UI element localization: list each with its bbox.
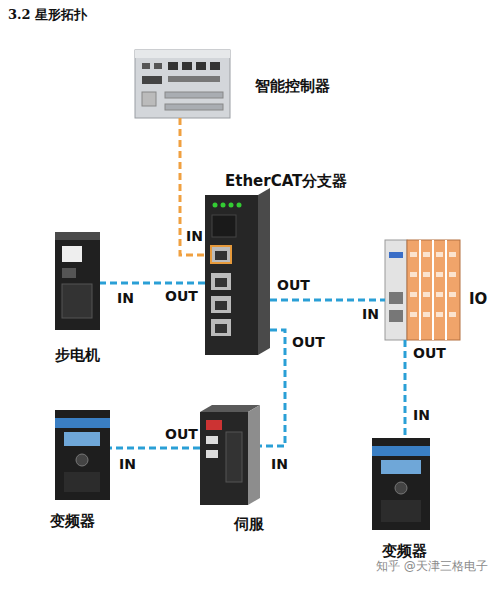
- device-node: 伺服: [200, 405, 260, 505]
- port-label: IN: [361, 306, 380, 322]
- device-node: 智能控制器: [135, 50, 230, 118]
- device-node: IO: [385, 240, 460, 340]
- port-label: IN: [270, 456, 289, 472]
- device-label: EtherCAT分支器: [225, 172, 347, 190]
- watermark: 知乎 @天津三格电子: [375, 560, 489, 574]
- device-node: EtherCAT分支器: [205, 195, 270, 355]
- stepper-drive-picture: [55, 232, 100, 330]
- vfd-picture: [372, 438, 430, 530]
- device-label: 智能控制器: [255, 77, 330, 95]
- ethercat-cable: [260, 330, 285, 446]
- io-module-picture: [385, 240, 460, 340]
- port-label: IN: [412, 407, 431, 423]
- splitter-picture: [205, 188, 270, 355]
- port-label: OUT: [291, 334, 326, 350]
- port-label: IN: [116, 290, 135, 306]
- device-label: 伺服: [234, 515, 264, 533]
- port-label: IN: [118, 456, 137, 472]
- vfd-picture: [55, 410, 110, 500]
- controller-picture: [135, 50, 230, 118]
- device-label: 变频器: [382, 542, 427, 560]
- diagram-title: 3.2 星形拓扑: [8, 6, 87, 24]
- device-label: 步电机: [55, 346, 100, 364]
- port-label: OUT: [164, 288, 199, 304]
- port-label: IN: [185, 228, 204, 244]
- port-label: OUT: [412, 345, 447, 361]
- ethercat-cable: [100, 282, 205, 285]
- device-label: IO: [469, 290, 487, 308]
- servo-drive-picture: [200, 405, 260, 505]
- device-node: 步电机: [55, 232, 100, 330]
- ethercat-cable: [270, 299, 385, 302]
- port-label: OUT: [276, 277, 311, 293]
- ethercat-cable: [404, 340, 407, 438]
- port-label: OUT: [164, 426, 199, 442]
- device-label: 变频器: [50, 512, 95, 530]
- device-node: 变频器: [55, 410, 110, 500]
- ethercat-cable: [110, 447, 200, 450]
- ethercat-in-cable: [180, 118, 205, 255]
- device-node: 变频器: [372, 438, 430, 530]
